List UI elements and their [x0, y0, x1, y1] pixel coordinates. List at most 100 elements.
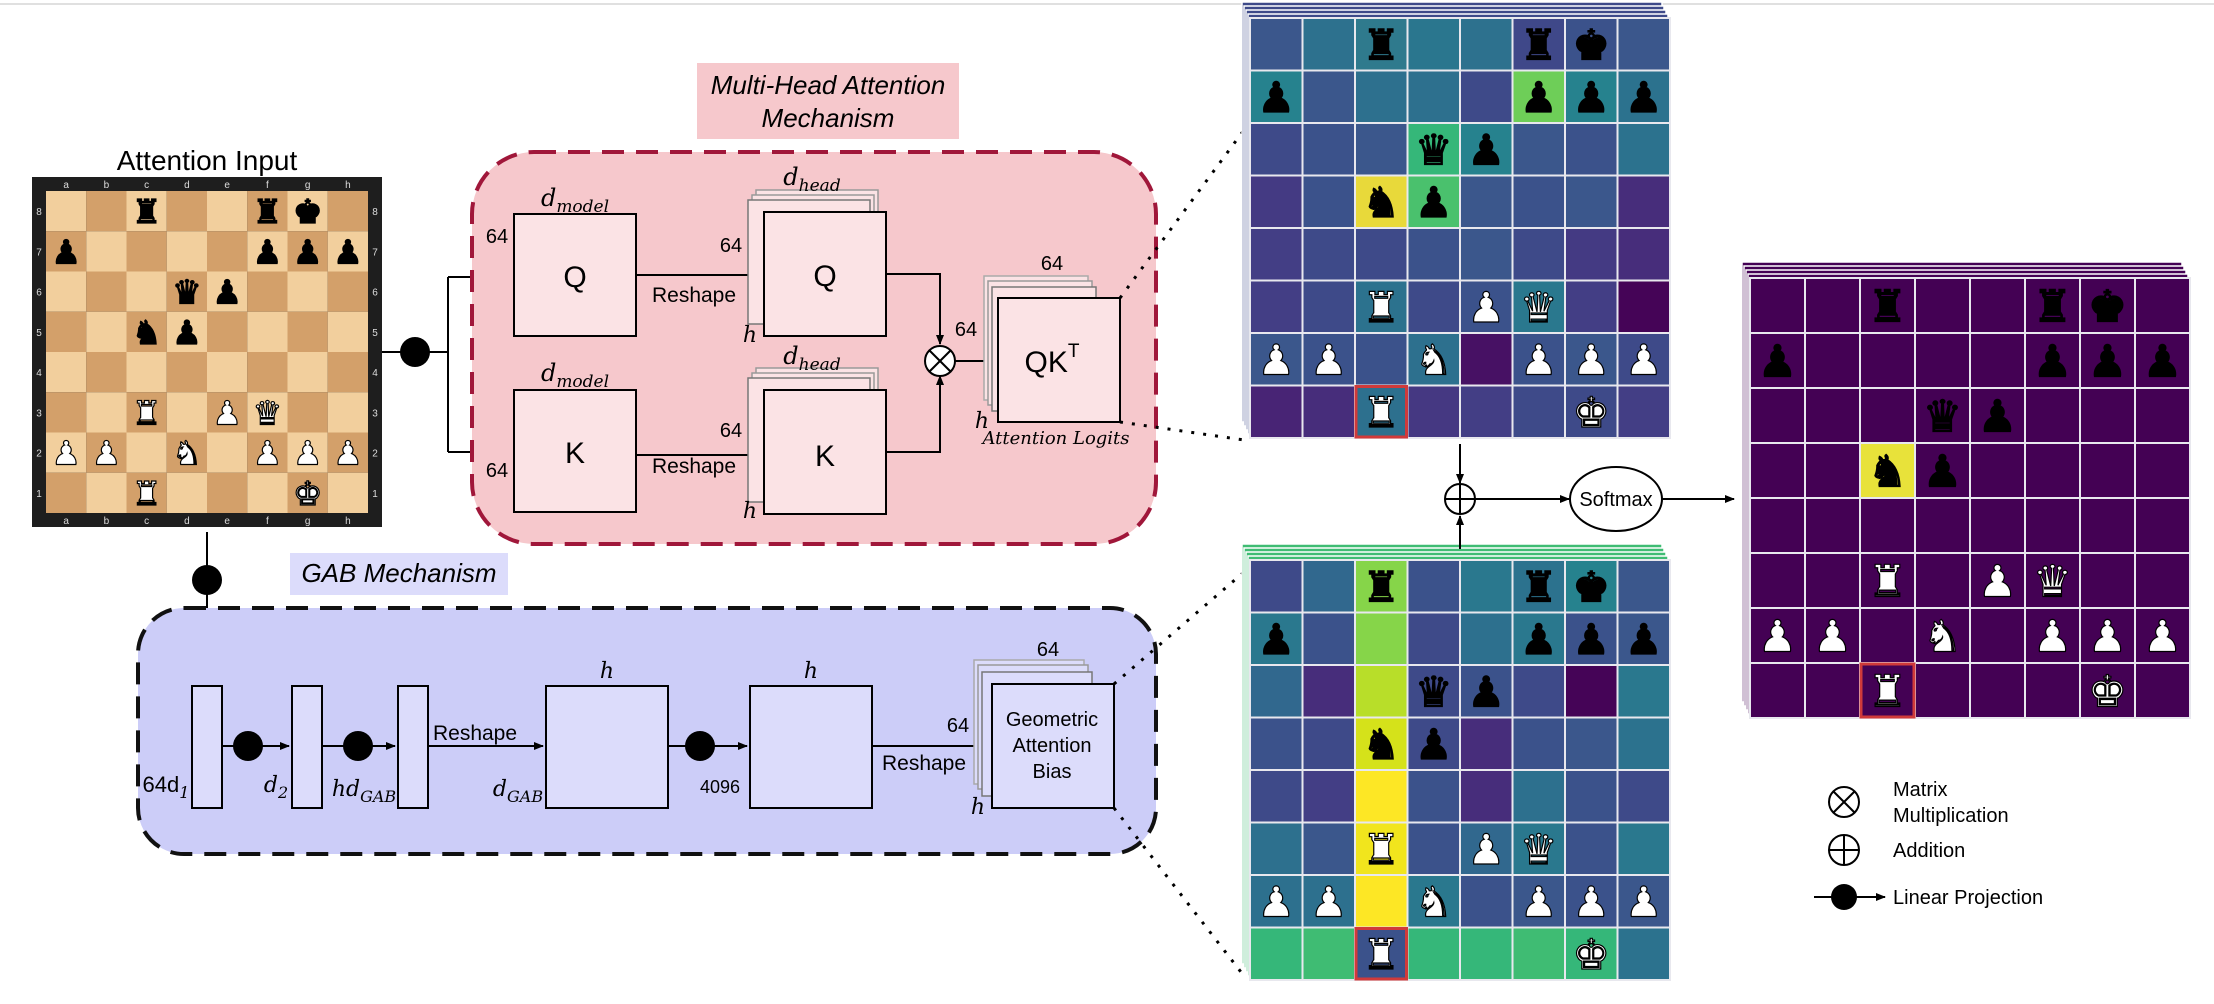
- board-square: [46, 191, 87, 232]
- heatmap-cell: [1459, 332, 1514, 387]
- heatmap-cell: [1406, 821, 1461, 876]
- qkt-label: QKT: [1025, 341, 1080, 379]
- heatmap-cell: [1564, 227, 1619, 282]
- heatmap-cell: [1511, 559, 1566, 614]
- board-square: [86, 191, 127, 232]
- mha-region: [470, 150, 1158, 546]
- heatmap-cell: [1249, 174, 1304, 229]
- heatmap-cell: [1406, 384, 1461, 439]
- heatmap-cell: [1564, 559, 1619, 614]
- file-label-bottom: f: [266, 516, 269, 527]
- white-pawn-icon: ♟: [1257, 877, 1295, 926]
- qkt-stack: [983, 275, 1121, 423]
- heatmap-cell: [1354, 821, 1409, 876]
- board-square: [126, 271, 167, 312]
- heatmap-cell: [1406, 769, 1461, 824]
- heatmap-cell: [1301, 716, 1356, 771]
- file-label-bottom: b: [104, 516, 110, 527]
- heatmap-cell: [1249, 664, 1304, 719]
- heatmap-cell: [1406, 559, 1461, 614]
- white-pawn-icon: ♟: [293, 434, 323, 473]
- bias-line3: Bias: [1033, 761, 1072, 783]
- heatmap-cell: [1354, 122, 1409, 177]
- logits-dotted-bottom: [1119, 420, 1245, 442]
- heatmap-cell: [2024, 497, 2081, 554]
- heatmap-cell: [1511, 926, 1566, 981]
- board-square: [166, 311, 207, 352]
- k-head-stack: [747, 367, 887, 515]
- heatmap-cell: [1616, 384, 1671, 439]
- k-dmodel-label: dmodel: [541, 359, 609, 392]
- rank-label-right: 3: [372, 408, 378, 419]
- heatmap-cell: [1749, 277, 1806, 334]
- q-head-dim-64: 64: [720, 235, 742, 257]
- white-pawn-icon: ♟: [2088, 611, 2127, 662]
- white-king-icon: ♚: [1572, 388, 1610, 437]
- heatmap-cell: [1804, 442, 1861, 499]
- gab-layer-2: [291, 685, 323, 809]
- black-pawn-icon: ♟: [1467, 125, 1505, 174]
- black-pawn-icon: ♟: [2088, 336, 2127, 387]
- heatmap-cell: [1459, 122, 1514, 177]
- black-pawn-icon: ♟: [1467, 667, 1505, 716]
- white-pawn-icon: ♟: [1813, 611, 1852, 662]
- heatmap-cell: [1406, 279, 1461, 334]
- black-pawn-icon: ♟: [1572, 615, 1610, 664]
- softmax-label: Softmax: [1579, 489, 1652, 511]
- black-pawn-icon: ♟: [1625, 615, 1663, 664]
- legend-matmul-line2: Multiplication: [1893, 805, 2009, 827]
- white-pawn-icon: ♟: [1257, 335, 1295, 384]
- white-pawn-icon: ♟: [1625, 877, 1663, 926]
- heatmap-cell: [1459, 69, 1514, 124]
- k-head-label: K: [815, 440, 835, 473]
- k-dim-64: 64: [486, 460, 508, 482]
- black-pawn-icon: ♟: [333, 232, 363, 271]
- heatmap-cell: [1969, 662, 2026, 719]
- black-pawn-icon: ♟: [172, 313, 202, 352]
- white-pawn-icon: ♟: [1467, 283, 1505, 332]
- board-square: [86, 392, 127, 433]
- rank-label-left: 7: [36, 247, 42, 258]
- heatmap-cell: [1249, 227, 1304, 282]
- bias-h: h: [971, 795, 985, 820]
- black-knight-icon: ♞: [1868, 446, 1907, 497]
- heatmap-cell: [1301, 874, 1356, 929]
- heatmap-cell: [1564, 174, 1619, 229]
- board-square: [126, 191, 167, 232]
- board-square: [126, 352, 167, 393]
- heatmap-cell: [1249, 716, 1304, 771]
- heatmap-cell: [1564, 122, 1619, 177]
- mha-label-line1: Multi-Head Attention: [711, 70, 946, 100]
- heatmap-cell: [1301, 279, 1356, 334]
- file-label-top: h: [345, 180, 351, 191]
- white-pawn-icon: ♟: [253, 434, 283, 473]
- heatmap-cell: [1354, 69, 1409, 124]
- rank-label-left: 5: [36, 328, 42, 339]
- heatmap-cell: [1511, 664, 1566, 719]
- rank-label-left: 6: [36, 288, 42, 299]
- heatmap-cell: [1406, 174, 1461, 229]
- heatmap-cell: [1564, 279, 1619, 334]
- black-queen-icon: ♛: [1415, 125, 1453, 174]
- heatmap-cell: [1301, 611, 1356, 666]
- board-square: [46, 432, 87, 473]
- board-square: [207, 472, 248, 513]
- black-rook-icon: ♜: [1362, 562, 1400, 611]
- white-pawn-icon: ♟: [1520, 877, 1558, 926]
- board-square: [46, 231, 87, 272]
- white-pawn-icon: ♟: [1758, 611, 1797, 662]
- gab-layer-3: [397, 685, 429, 809]
- board-square: [46, 271, 87, 312]
- geometric-bias-heatmap: ♜♜♚♟♟♟♟♛♟♞♟♜♟♛♟♟♞♟♟♟♜♚: [1241, 543, 1671, 981]
- heatmap-cell: [1459, 926, 1514, 981]
- linear-projection-dot-1: [233, 731, 263, 761]
- white-king-icon: ♚: [1572, 930, 1610, 979]
- black-knight-icon: ♞: [1362, 720, 1400, 769]
- heatmap-cell: [1406, 69, 1461, 124]
- heatmap-cell: [1301, 332, 1356, 387]
- black-pawn-icon: ♟: [212, 273, 242, 312]
- heatmap-cell: [1459, 17, 1514, 72]
- board-square: [166, 432, 207, 473]
- heatmap-cell: [1914, 387, 1971, 444]
